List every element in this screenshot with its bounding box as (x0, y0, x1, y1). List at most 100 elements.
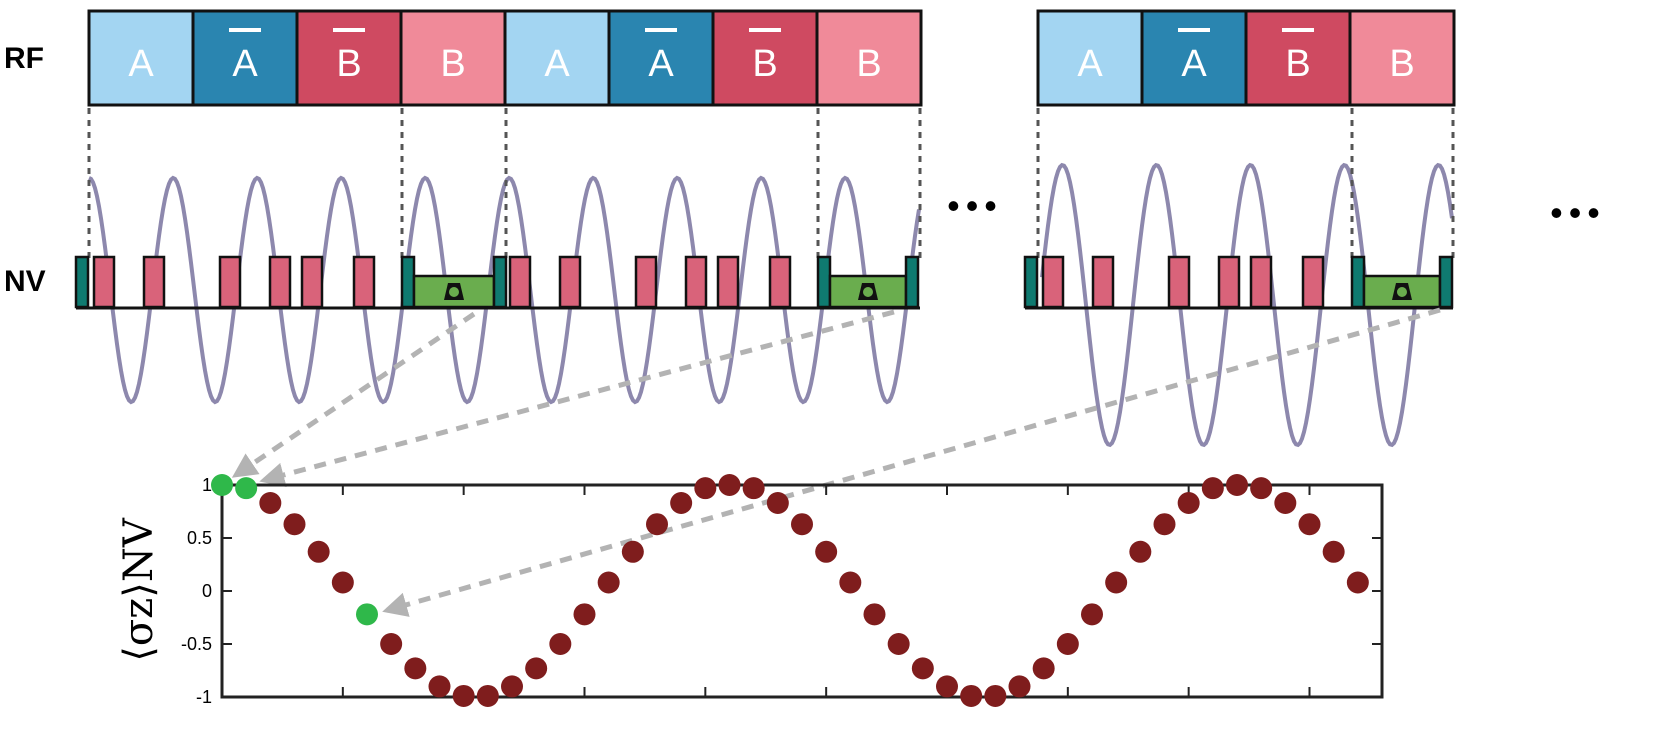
y-axis-label: ⟨σz⟩NV (116, 517, 162, 662)
data-point (791, 513, 813, 536)
rf-block (295, 9, 403, 107)
pi-pulse (558, 255, 582, 309)
data-point (476, 684, 499, 707)
pi-pulse (300, 255, 324, 309)
data-point (573, 603, 596, 626)
data-point (960, 684, 983, 707)
pi-pulse (1167, 255, 1191, 309)
data-point (1008, 675, 1031, 698)
data-point (1274, 492, 1297, 515)
pi-pulse (1217, 255, 1241, 309)
init-pulse (74, 255, 90, 309)
data-point (1081, 603, 1103, 626)
data-point (887, 633, 910, 655)
rf-block (1244, 9, 1352, 107)
rf-block-label: B (752, 43, 777, 85)
rf-block-label: A (544, 43, 570, 85)
rf-block (1036, 9, 1144, 107)
pi-pulse (92, 255, 116, 309)
data-point (694, 477, 717, 500)
init-pulse (400, 255, 416, 309)
rf-block (1140, 9, 1248, 107)
data-point-highlighted (211, 474, 233, 496)
pi-pulse (716, 255, 740, 309)
data-point (1105, 571, 1128, 594)
rf-block (87, 9, 195, 107)
init-pulse (1023, 255, 1039, 309)
data-point (1346, 571, 1369, 594)
data-point-highlighted (356, 603, 378, 626)
pi-pulse (1301, 255, 1325, 309)
y-tick-label: 0 (202, 581, 212, 601)
data-point (863, 603, 886, 626)
nv-pulse-sequence (74, 255, 1454, 310)
data-point (1298, 513, 1321, 536)
y-tick-label: -0.5 (181, 634, 212, 654)
pi-pulse (218, 255, 242, 309)
pi-pulse (1041, 255, 1065, 309)
readout-arrow (231, 311, 476, 478)
rf-block (503, 9, 611, 107)
data-point (839, 571, 862, 594)
rf-block-label: B (336, 43, 361, 85)
detector-icon-dial (1397, 287, 1407, 297)
data-point (742, 477, 765, 500)
data-point (621, 540, 644, 563)
data-point (428, 675, 451, 698)
data-point (331, 571, 354, 594)
data-point (1322, 540, 1345, 563)
init-pulse (904, 255, 920, 309)
data-point (984, 684, 1007, 707)
data-point (670, 492, 693, 515)
rf-block-label: B (1285, 43, 1310, 85)
detector-icon-dial (863, 287, 873, 297)
rf-block-label: A (128, 43, 154, 85)
rf-block-label: A (1181, 43, 1207, 85)
readout-arrows (231, 307, 1441, 617)
data-point (1032, 657, 1055, 680)
data-point-highlighted (235, 477, 258, 500)
rf-block (399, 9, 507, 107)
pi-pulse (634, 255, 658, 309)
rf-block-label: B (440, 43, 465, 85)
init-pulse (492, 255, 508, 309)
readout-arrow (382, 307, 1441, 617)
data-point (1250, 477, 1273, 500)
wave-right (1040, 162, 1454, 448)
init-pulse (1438, 255, 1454, 309)
rf-block (607, 9, 715, 107)
rf-block (1348, 9, 1456, 107)
rf-block-label: A (232, 43, 258, 85)
data-point (307, 540, 330, 563)
data-point (549, 633, 572, 655)
init-pulse (816, 255, 832, 309)
pi-pulse (768, 255, 792, 309)
ellipsis-middle: ••• (947, 185, 1003, 226)
data-point (1226, 474, 1248, 496)
ellipsis-end: ••• (1550, 192, 1606, 233)
data-point (1177, 492, 1200, 515)
data-point (815, 540, 838, 563)
data-point (936, 675, 958, 698)
y-tick-label: -1 (196, 687, 212, 707)
y-tick-label: 0.5 (187, 528, 212, 548)
readout-arrow (259, 309, 895, 488)
data-point (283, 513, 306, 536)
alignment-guides (87, 108, 1455, 262)
data-point (597, 571, 620, 594)
rf-block (815, 9, 923, 107)
nv-row-label: NV (4, 265, 46, 298)
data-point (1129, 540, 1152, 563)
rf-block-label: A (648, 43, 674, 85)
data-point (525, 657, 548, 680)
data-point (380, 633, 403, 655)
rf-block-label: A (1077, 43, 1103, 85)
data-point (259, 492, 282, 515)
data-point (1201, 477, 1224, 500)
data-point (1056, 633, 1079, 655)
detector-icon-dial (449, 287, 459, 297)
ellipses: ••• ••• (947, 185, 1606, 233)
